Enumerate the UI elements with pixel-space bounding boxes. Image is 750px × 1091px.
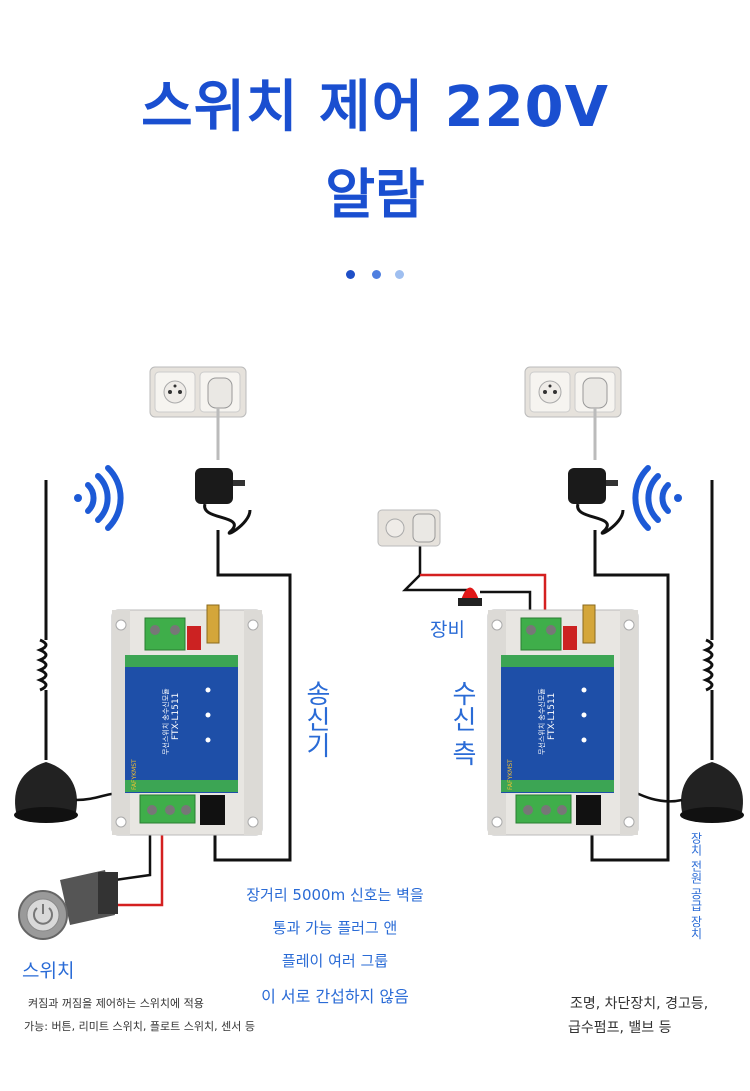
wall-socket-right xyxy=(524,366,622,460)
wifi-signal-icon-left xyxy=(74,465,124,531)
carousel-dot[interactable] xyxy=(372,270,381,279)
module-brand-label: FAFYKMST xyxy=(131,759,138,790)
module-model-label: FTX-L1511 xyxy=(547,693,557,740)
module-name-label: 무선스위치 송수신모듈 xyxy=(161,688,170,755)
applications-line-1: 조명, 차단장치, 경고등, xyxy=(570,996,709,1012)
wifi-signal-icon-right xyxy=(632,465,682,531)
switch-wire xyxy=(114,822,164,907)
power-supply-label: 장치 전원 공급 장치 xyxy=(689,832,703,940)
antenna-right xyxy=(629,480,744,823)
power-adapter-left xyxy=(195,468,252,535)
transmitter-module xyxy=(111,604,263,836)
wall-socket-left xyxy=(149,366,247,460)
receiver-module xyxy=(487,604,639,836)
switch-desc-1: 켜짐과 꺼짐을 제어하는 스위치에 적용 xyxy=(28,997,204,1010)
main-subtitle: 알람 xyxy=(325,163,425,226)
receiver-power-wire xyxy=(590,530,670,862)
antenna-left xyxy=(14,480,126,823)
device-wire xyxy=(401,545,547,620)
applications-line-2: 급수펌프, 밸브 등 xyxy=(568,1020,672,1036)
carousel-dot[interactable] xyxy=(346,270,355,279)
power-adapter-right xyxy=(568,468,625,535)
switch-desc-2: 가능: 버튼, 리미트 스위치, 플로트 스위치, 센서 등 xyxy=(24,1020,255,1033)
wall-socket-middle xyxy=(377,509,441,547)
module-brand-label: FAFYKMST xyxy=(507,759,514,790)
feature-line-4: 이 서로 간섭하지 않음 xyxy=(261,987,409,1006)
receiver-label: 수신 측 xyxy=(447,680,477,767)
transmitter-power-wire xyxy=(213,530,292,862)
push-button-switch xyxy=(18,870,118,940)
main-title: 스위치 제어 220V xyxy=(141,75,609,140)
carousel-dot[interactable] xyxy=(395,270,404,279)
module-name-label: 무선스위치 송수신모듈 xyxy=(537,688,546,755)
device-label: 장비 xyxy=(430,619,465,641)
feature-line-2: 통과 가능 플러그 앤 xyxy=(272,919,398,937)
module-model-label: FTX-L1511 xyxy=(171,693,181,740)
alarm-light-icon xyxy=(458,587,482,606)
transmitter-label: 송신기 xyxy=(301,680,331,758)
switch-label: 스위치 xyxy=(22,960,75,982)
feature-line-3: 플레이 여러 그룹 xyxy=(281,952,389,970)
feature-line-1: 장거리 5000m 신호는 벽을 xyxy=(246,886,424,904)
